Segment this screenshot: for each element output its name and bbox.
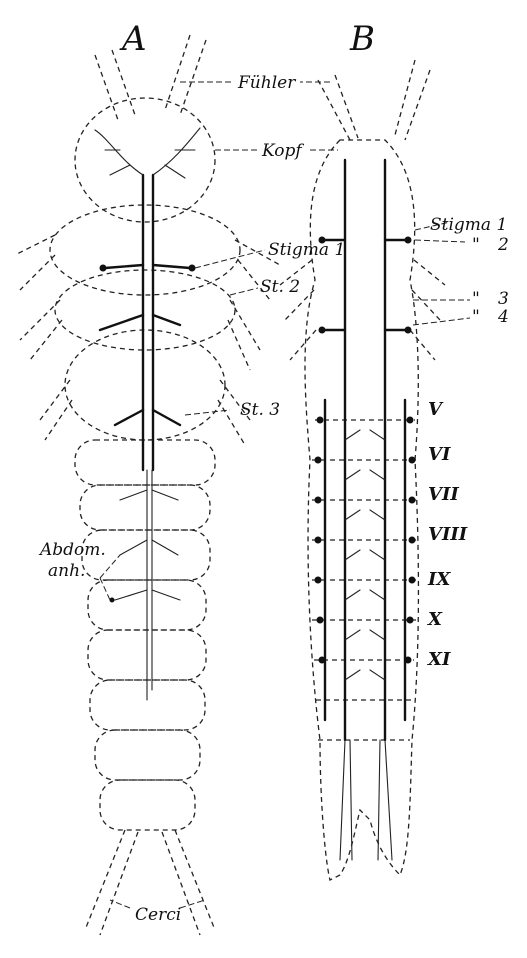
label-stigma-1-a: Stigma 1	[268, 240, 345, 260]
panel-b-drawing	[280, 60, 445, 880]
segment-label-v: V	[428, 399, 444, 420]
segment-label-xi: XI	[427, 649, 451, 670]
panel-a-drawing	[15, 35, 280, 935]
label-ditto-3: "	[472, 289, 480, 309]
segment-label-viii: VIII	[428, 524, 468, 545]
panel-a-label: A	[119, 19, 147, 59]
label-st3: St. 3	[240, 400, 280, 420]
label-stigma-4-b: 4	[497, 307, 509, 327]
label-ditto-4: "	[472, 307, 480, 327]
label-abdom-line1: Abdom.	[38, 540, 106, 560]
segment-label-vii: VII	[428, 484, 459, 505]
segment-label-x: X	[427, 609, 443, 630]
panel-b-label: B	[349, 19, 375, 59]
label-cerci: Cerci	[135, 905, 181, 925]
label-ditto-2: "	[472, 235, 480, 255]
label-st2: St. 2	[260, 277, 300, 297]
segment-label-ix: IX	[427, 569, 451, 590]
leader-lines	[100, 82, 470, 908]
label-stigma-2-b: 2	[497, 235, 509, 255]
segment-label-vi: VI	[428, 444, 451, 465]
label-fuehler: Fühler	[237, 73, 296, 93]
label-stigma-3-b: 3	[498, 289, 509, 309]
label-abdom-line2: anh.	[48, 561, 85, 581]
label-kopf: Kopf	[261, 141, 304, 161]
label-stigma-1-b: Stigma 1	[430, 215, 507, 235]
